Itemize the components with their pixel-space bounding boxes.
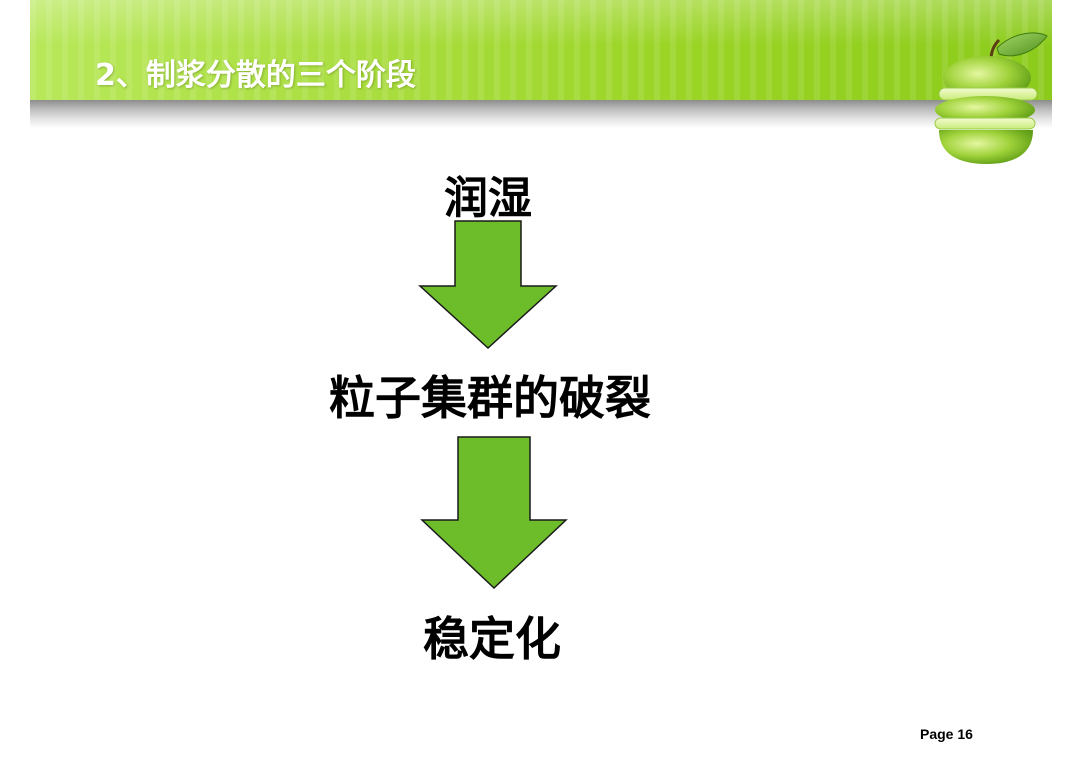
stage-label-stabilization: 稳定化 [423, 612, 561, 666]
down-arrow-icon [420, 436, 568, 590]
down-arrow-icon [418, 220, 558, 350]
apple-leaf [996, 32, 1048, 57]
stage-label-wetting: 润湿 [444, 173, 532, 224]
page-number: Page 16 [920, 726, 973, 742]
header-shine [30, 0, 1052, 45]
apple-bottom [939, 130, 1033, 164]
header-band [30, 0, 1052, 100]
apple-slice-2 [934, 117, 1036, 130]
apple-middle [935, 96, 1035, 124]
stage-label-agglomerate-breakup: 粒子集群的破裂 [329, 371, 651, 425]
header-shadow-bar [30, 100, 1052, 128]
header-stripes [30, 0, 1052, 100]
slide-title: 2、制浆分散的三个阶段 [95, 58, 416, 93]
green-apple-icon [934, 32, 1048, 164]
